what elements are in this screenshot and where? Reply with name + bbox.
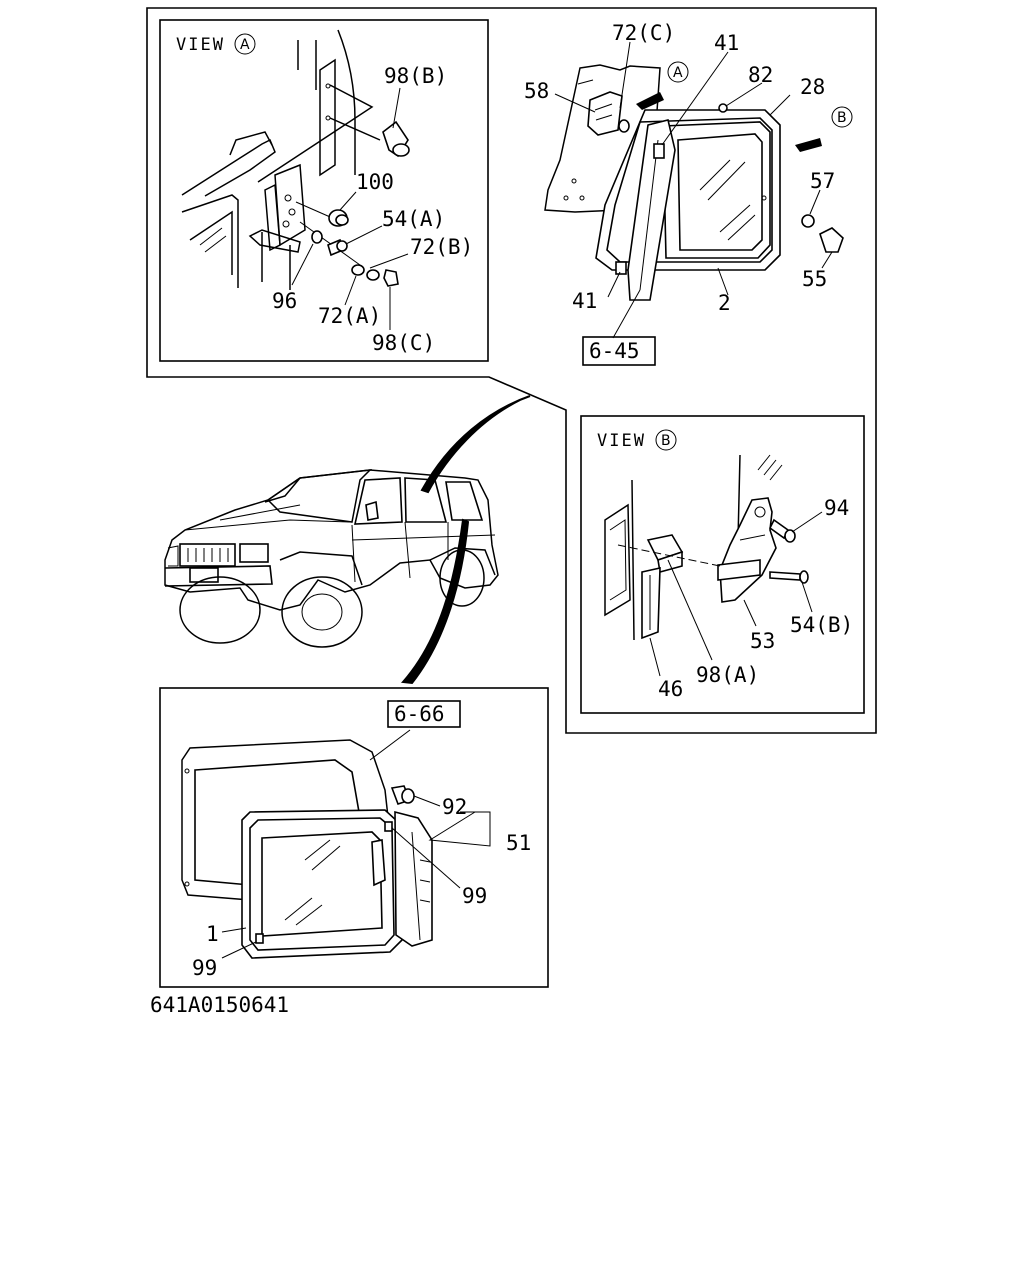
ref-box-6-45: 6-45 — [589, 339, 640, 363]
vehicle-illustration — [164, 469, 499, 648]
rear-window-drawing — [181, 729, 491, 959]
label-72b: 72(B) — [410, 235, 473, 259]
label-94: 94 — [824, 496, 849, 520]
view-a-marker: A — [240, 37, 250, 53]
washers-72 — [344, 253, 409, 306]
marker-b: B — [837, 110, 847, 126]
view-b-marker-circle — [655, 429, 677, 451]
label-72c: 72(C) — [612, 21, 675, 45]
arrow-b-icon — [795, 138, 822, 152]
rear-window-panel: 6-66 — [159, 687, 549, 988]
outer-frame — [146, 7, 877, 734]
label-98c: 98(C) — [372, 331, 435, 355]
label-1: 1 — [206, 922, 219, 946]
ref-box-6-45-frame — [582, 336, 656, 366]
view-a-marker-circle — [234, 33, 256, 55]
label-54a: 54(A) — [382, 207, 445, 231]
label-82: 82 — [748, 63, 773, 87]
ref-box-6-66-frame — [387, 700, 461, 728]
label-54b: 54(B) — [790, 613, 853, 637]
view-a-hinge-drawing — [181, 29, 381, 290]
label-92: 92 — [442, 795, 467, 819]
label-46: 46 — [658, 677, 683, 701]
marker-b-circle — [831, 106, 853, 128]
label-99-left: 99 — [192, 956, 217, 980]
label-100: 100 — [356, 170, 394, 194]
label-96: 96 — [272, 289, 297, 313]
drawing-code: 641A0150641 — [150, 993, 289, 1017]
view-b-frame — [580, 415, 865, 714]
label-72a: 72(A) — [318, 304, 381, 328]
ref-box-6-66: 6-66 — [394, 702, 445, 726]
main-window-assembly: A B 72(C) 41 82 28 58 57 55 41 2 6-45 — [524, 21, 853, 366]
callout-upper-wedge — [420, 395, 531, 494]
nut-100 — [328, 191, 357, 227]
nut-98c — [383, 269, 399, 330]
view-a-title: VIEW — [176, 35, 225, 55]
label-53: 53 — [750, 629, 775, 653]
marker-a-circle — [667, 61, 689, 83]
view-a-panel: VIEW A — [159, 19, 489, 362]
label-55: 55 — [802, 267, 827, 291]
rear-window-frame — [159, 687, 549, 988]
label-57: 57 — [810, 169, 835, 193]
label-41-bottom: 41 — [572, 289, 597, 313]
label-58: 58 — [524, 79, 549, 103]
washer-96 — [291, 230, 323, 286]
bolt-98b — [382, 87, 410, 158]
label-2: 2 — [718, 291, 731, 315]
callout-lower-wedge — [400, 518, 470, 685]
label-99-right: 99 — [462, 884, 487, 908]
view-b-panel: VIEW B — [580, 415, 865, 714]
view-b-drawing — [604, 454, 823, 677]
label-28: 28 — [800, 75, 825, 99]
arrow-a-icon — [636, 92, 664, 110]
label-41-top: 41 — [714, 31, 739, 55]
label-98a: 98(A) — [696, 663, 759, 687]
label-98b: 98(B) — [384, 64, 447, 88]
marker-a: A — [673, 65, 683, 81]
bolt-54a — [327, 225, 383, 257]
view-a-frame — [159, 19, 489, 362]
view-b-marker: B — [661, 433, 671, 449]
label-51: 51 — [506, 831, 531, 855]
view-b-title: VIEW — [597, 431, 646, 451]
